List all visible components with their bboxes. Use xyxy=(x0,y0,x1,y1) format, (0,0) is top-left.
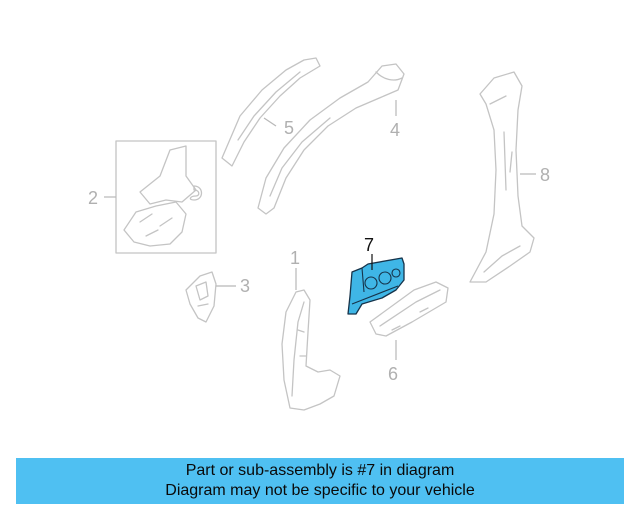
info-banner: Part or sub-assembly is #7 in diagram Di… xyxy=(16,458,624,504)
callout-2: 2 xyxy=(88,188,98,208)
part-8 xyxy=(469,71,535,283)
callout-3: 3 xyxy=(240,276,250,296)
part-6 xyxy=(369,281,449,337)
part-2-assembly xyxy=(115,140,217,254)
leader-5 xyxy=(263,117,277,127)
callout-8: 8 xyxy=(540,165,550,185)
callout-1: 1 xyxy=(290,248,300,268)
part-3 xyxy=(185,271,217,323)
callout-4: 4 xyxy=(390,120,400,140)
callout-7: 7 xyxy=(364,235,374,255)
part-1 xyxy=(281,289,341,411)
part-4 xyxy=(257,63,405,215)
banner-line-disclaimer: Diagram may not be specific to your vehi… xyxy=(165,482,475,499)
callout-6: 6 xyxy=(388,364,398,384)
part-5 xyxy=(221,57,321,167)
part-7-highlighted xyxy=(347,257,405,315)
leader-lines xyxy=(104,100,536,360)
banner-line-part: Part or sub-assembly is #7 in diagram xyxy=(185,462,455,479)
callout-5: 5 xyxy=(284,118,294,138)
callout-numbers: 2 3 5 4 8 1 6 7 xyxy=(88,118,550,384)
